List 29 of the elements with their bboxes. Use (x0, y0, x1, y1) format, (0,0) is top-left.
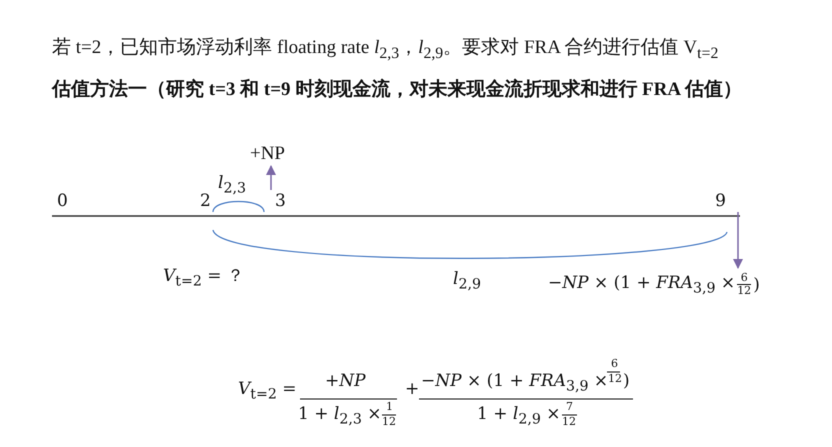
cash-flow-arrow (733, 212, 743, 269)
heading-text: 若 t=2，已知市场浮动利率 floating rate l$_{2,3}$，l$_{2,9}$。要求对 FRA 合约进行估值 V$_{t=2}$ (52, 37, 718, 64)
value-question: V$_{t=2}$ = ？ (163, 265, 244, 292)
cash-flow-label: +NP (250, 143, 286, 165)
cash-flow-text: −NP × (1 + FRA$_{3,9}$ × (548, 272, 736, 296)
tick-label: 0 (57, 190, 68, 212)
fraction-denominator: 12 (737, 284, 752, 297)
formula-text: ) (623, 370, 630, 392)
formula-text: V$_{t=2}$ = (238, 378, 296, 404)
tick-label: 2 (200, 190, 211, 212)
formula-text: 12 (562, 416, 576, 428)
rate-label: l$_{2,9}$ (453, 268, 481, 294)
formula-text: 6 (611, 358, 618, 370)
rate-label: l$_{2,3}$ (218, 172, 246, 198)
tick-label: 9 (715, 190, 726, 212)
formula-text: +NP (325, 370, 366, 392)
tick-label: 3 (275, 190, 286, 212)
formula-text: −NP × (1 + FRA$_{3,9}$ × (421, 370, 608, 396)
cash-flow-arrow (266, 165, 276, 190)
formula-text: 1 + l$_{2,3}$ × (298, 403, 382, 430)
formula-text: 12 (608, 373, 622, 385)
formula-text: 1 (386, 401, 393, 413)
method-heading: 估值方法一（研究 t=3 和 t=9 时刻现金流，对未来现金流折现求和进行 FRA 估值） (52, 79, 742, 101)
cash-flow-text: ) (753, 274, 760, 294)
formula-text: 7 (566, 401, 573, 413)
formula-text: 1 + l$_{2,9}$ × (477, 403, 560, 430)
formula-text: 12 (382, 416, 396, 428)
fraction-numerator: 6 (740, 272, 748, 284)
formula-text: + (405, 378, 420, 400)
